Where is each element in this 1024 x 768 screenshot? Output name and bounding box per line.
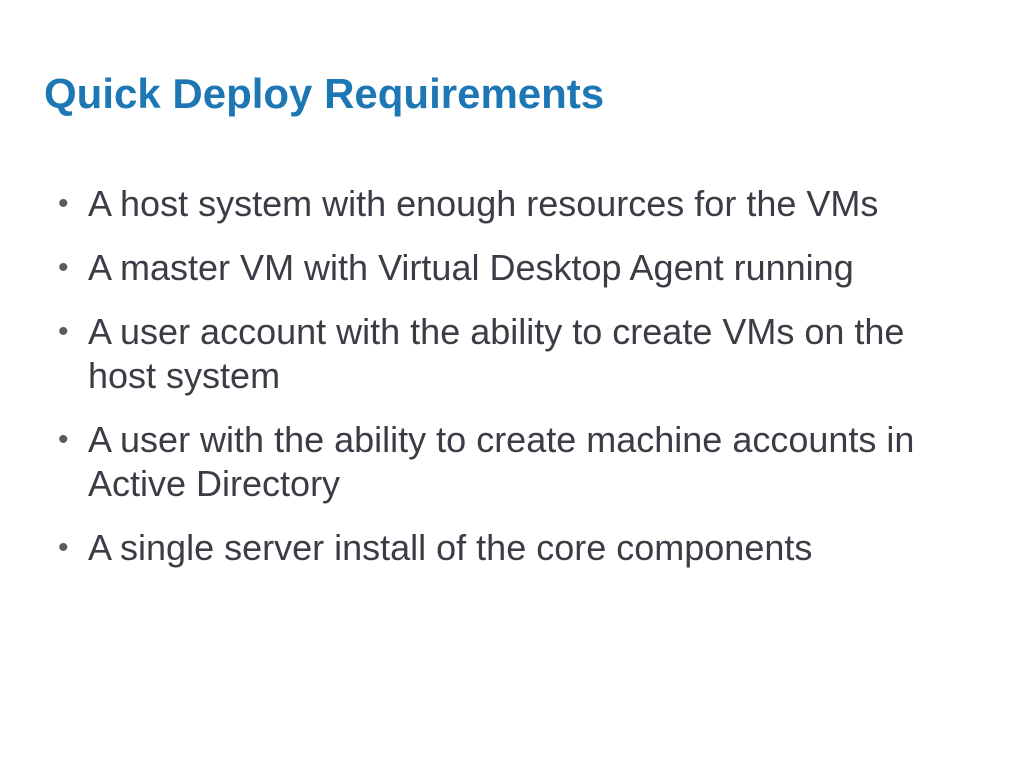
bullet-item-host-system: • A host system with enough resources fo… [58, 182, 958, 226]
bullet-item-user-account: • A user account with the ability to cre… [58, 310, 958, 398]
bullet-text: A user account with the ability to creat… [88, 311, 905, 396]
bullet-icon: • [58, 315, 69, 348]
bullet-icon: • [58, 423, 69, 456]
bullet-item-machine-accounts: • A user with the ability to create mach… [58, 418, 958, 506]
bullet-text: A single server install of the core comp… [88, 527, 813, 568]
bullet-icon: • [58, 187, 69, 220]
bullet-icon: • [58, 251, 69, 284]
bullet-text: A user with the ability to create machin… [88, 419, 915, 504]
bullet-item-single-server: • A single server install of the core co… [58, 526, 958, 570]
bullet-text: A host system with enough resources for … [88, 183, 879, 224]
bullet-icon: • [58, 531, 69, 564]
slide-title: Quick Deploy Requirements [44, 70, 605, 117]
bullet-list: • A host system with enough resources fo… [58, 182, 958, 590]
bullet-text: A master VM with Virtual Desktop Agent r… [88, 247, 854, 288]
bullet-item-master-vm: • A master VM with Virtual Desktop Agent… [58, 246, 958, 290]
